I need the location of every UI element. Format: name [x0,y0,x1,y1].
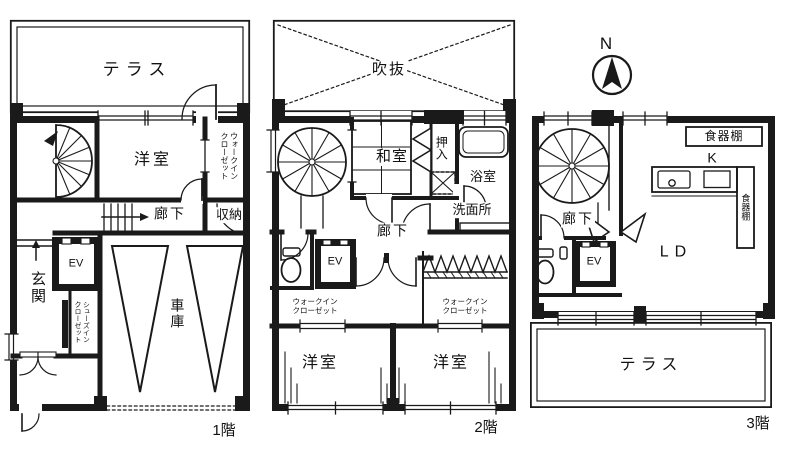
room-label-sic-1f: シューズイン クローゼット [72,300,90,344]
room-label-terrace-3f: テラス [619,356,683,374]
closet-hanger-strip-icon [422,254,508,279]
room-label-cupboard-side-3f: 食器棚 [740,193,751,221]
room-label-ld-3f: LD [659,243,693,261]
spiral-staircase-2f-icon [277,127,347,229]
room-label-storage-1f: 収納 [214,207,244,223]
floor-label-3f: 3階 [745,415,771,433]
room-label-bathroom-2f: 浴室 [468,169,498,185]
terrace-3f-outline [530,321,773,408]
futon-closet-doors-icon [411,117,433,198]
interior-walls-2f [269,227,515,411]
bottom-windows-2f [284,351,502,415]
spiral-staircase-1f-icon [44,124,93,198]
compass-north-label: N [599,33,613,53]
washing-machine-icon [430,171,456,195]
compass-icon [591,54,633,96]
room-label-wic-1f: ウォークイン クローゼット [219,131,239,181]
room-label-cupboard-top-3f: 食器棚 [704,128,744,143]
floor1-plan [4,19,251,432]
door-arc-terrace-1f [181,84,217,120]
interior-walls-1f [10,116,250,407]
room-label-western-room-right-2f: 洋室 [431,353,471,373]
toilet-3f-icon [535,214,568,285]
door-arc-western-room-1f [180,178,203,201]
room-label-hallway-3f: 廊下 [561,210,595,228]
room-label-japanese-room-2f: 和室 [374,148,410,166]
room-label-void-2f: 吹抜 [370,61,408,79]
floor2-plan [266,19,516,415]
room-label-hallway-2f: 廊下 [376,222,410,240]
room-label-elevator-1f: EV [67,257,85,271]
floor-label-2f: 2階 [473,419,499,437]
room-label-western-room-1f: 洋室 [132,150,174,170]
toilet-2f-icon [280,232,309,283]
room-label-washroom-2f: 洗面所 [451,202,493,218]
entrance-double-door-icon [19,351,57,376]
entrance-step-icon [16,239,55,261]
window-icons-3f [543,110,668,126]
room-label-kitchen-3f: K [707,149,717,166]
room-label-wic-right-2f: ウォークイン クローゼット [441,297,489,315]
room-label-western-room-left-2f: 洋室 [300,353,340,373]
exterior-wall-1f [10,116,250,411]
bottom-windows-3f [532,303,775,326]
floor-label-1f: 1階 [211,422,237,440]
room-label-hallway-1f: 廊下 [153,205,187,223]
room-label-elevator-2f: EV [326,255,344,269]
garage-shutter-icon [94,396,249,415]
room-label-terrace-1f: テラス [101,59,173,81]
room-label-garage-1f: 車庫 [169,298,186,330]
car-space-icons [110,245,245,393]
straight-stairs-1f-icon [101,203,149,232]
room-label-futon-closet-2f: 押入 [433,135,449,161]
room-label-wic-left-2f: ウォークイン クローゼット [291,297,339,315]
door-arcs-closets-2f [355,257,417,287]
kitchen-counter-icon [651,126,763,249]
room-label-entrance-1f: 玄関 [28,270,46,306]
door-arc-porch-1f [19,404,42,432]
room-label-elevator-3f: EV [585,255,603,269]
